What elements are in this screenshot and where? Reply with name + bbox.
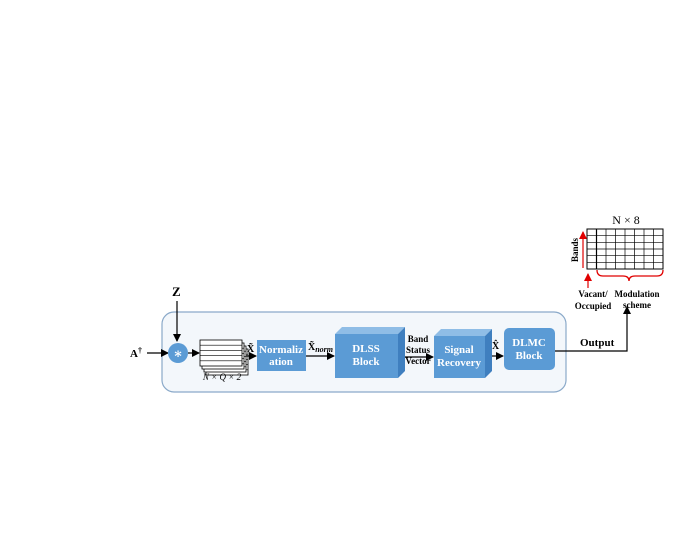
x-norm-label: X̃norm	[308, 340, 333, 354]
output-arrow	[555, 306, 631, 352]
signal-recovery-block	[434, 329, 492, 378]
dlmc-label-2: Block	[516, 350, 544, 362]
bands-label: Bands	[570, 238, 580, 263]
signal-recovery-label-2: Recovery	[437, 357, 481, 369]
x-tilde-label: X̃	[247, 342, 255, 355]
multiply-symbol: ∗	[173, 347, 183, 362]
modulation-label-2: scheme	[623, 300, 651, 310]
band-status-label-1: Band	[408, 334, 429, 344]
output-grid	[586, 228, 664, 270]
svg-text:A†: A†	[130, 346, 142, 360]
grid-title: N × 8	[612, 213, 639, 227]
dlmc-block	[504, 328, 555, 370]
dlmc-label-1: DLMC	[512, 337, 546, 349]
dlss-block	[335, 327, 405, 378]
modulation-label-1: Modulation	[614, 289, 659, 299]
band-status-label-2: Status	[406, 345, 431, 355]
dlss-label-1: DLSS	[352, 343, 380, 355]
normalization-block	[257, 340, 306, 371]
vacant-label-1: Vacant/	[578, 289, 608, 299]
output-label: Output	[580, 337, 615, 349]
vacant-label-2: Occupied	[575, 301, 612, 311]
signal-recovery-label-1: Signal	[444, 344, 473, 356]
tensor-dimension-label: N × Q × 2	[202, 372, 242, 382]
modulation-brace	[596, 269, 664, 282]
x-hat-label: X̂	[492, 339, 500, 352]
normalization-label-1: Normaliz	[259, 344, 303, 356]
a-dagger-input: A†	[130, 346, 142, 360]
multiply-node	[168, 343, 188, 363]
band-status-label-3: Vector	[405, 356, 430, 366]
tensor-stack	[199, 339, 249, 376]
tensor-layer	[199, 339, 243, 367]
z-input: Z	[172, 284, 181, 299]
dlss-label-2: Block	[353, 356, 381, 368]
normalization-label-2: ation	[269, 356, 293, 368]
